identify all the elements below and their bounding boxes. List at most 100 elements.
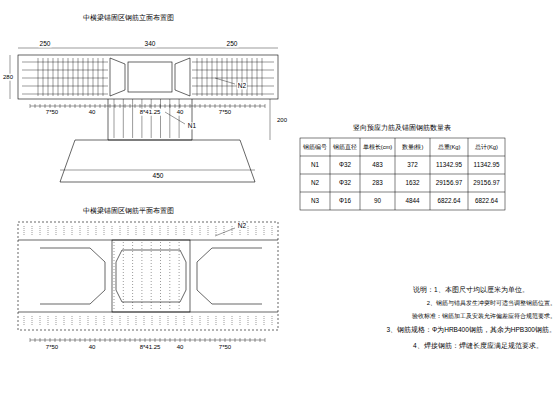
- rebar-line: [152, 316, 153, 326]
- rebar-line: [83, 58, 84, 96]
- rebar-line: [60, 104, 61, 108]
- rebar-line: [170, 104, 171, 108]
- rebar-line: [165, 338, 166, 342]
- rebar-line: [45, 338, 46, 342]
- rebar-line: [85, 338, 86, 342]
- rebar-line: [225, 104, 226, 108]
- rebar-line: [103, 58, 104, 96]
- rebar-line: [128, 226, 129, 236]
- table-cell: 283: [371, 180, 384, 187]
- rebar-line: [245, 104, 246, 108]
- rebar-line: [170, 338, 171, 342]
- rebar-line: [64, 316, 65, 326]
- rebar-line: [140, 104, 141, 108]
- rebar-line: [35, 104, 36, 108]
- rebar-line: [114, 99, 115, 138]
- rebar-line: [264, 316, 265, 326]
- rebar-line: [190, 104, 191, 108]
- rebar-line: [252, 58, 253, 96]
- table-cell: 11342.95: [435, 162, 463, 169]
- rebar-line: [192, 78, 274, 79]
- rebar-line: [55, 338, 56, 342]
- rebar-line: [192, 70, 274, 71]
- rebar-line: [175, 104, 176, 108]
- table-cell: Φ32: [338, 162, 352, 169]
- rebar-line: [185, 104, 186, 108]
- rebar-line: [179, 242, 180, 310]
- rebar-line: [88, 58, 89, 96]
- rebar-line: [160, 338, 161, 342]
- rebar-line: [40, 104, 41, 108]
- drawing-label: 40: [176, 344, 185, 351]
- rebar-line: [141, 242, 142, 310]
- rebar-line: [185, 338, 186, 342]
- drawing-label: 250: [226, 40, 239, 47]
- drawing-label: 450: [152, 172, 165, 179]
- rebar-line: [100, 104, 101, 108]
- rebar-line: [50, 338, 51, 342]
- rebar-line: [48, 58, 49, 96]
- rebar-line: [40, 316, 41, 326]
- plan-view: [18, 222, 278, 340]
- rebar-line: [190, 338, 191, 342]
- rebar-line: [112, 316, 113, 326]
- rebar-line: [237, 58, 238, 96]
- rebar-line: [72, 316, 73, 326]
- drawing-label: N2: [237, 82, 247, 89]
- table-cell: 钢筋编号: [302, 144, 328, 150]
- rebar-line: [248, 316, 249, 326]
- rebar-line: [160, 242, 161, 310]
- drawing-label: 8*41.25: [139, 344, 162, 351]
- rebar-line: [151, 99, 152, 138]
- rebar-line: [255, 338, 256, 342]
- rebar-line: [123, 242, 124, 310]
- rebar-line: [35, 338, 36, 342]
- drawing-label: 40: [88, 109, 97, 116]
- rebar-line: [60, 338, 61, 342]
- rebar-line: [224, 226, 225, 236]
- rebar-line: [265, 338, 266, 342]
- table-cell: 29156.97: [472, 180, 500, 187]
- drawing-label: 7*50: [45, 344, 59, 351]
- rebar-line: [240, 338, 241, 342]
- rebar-line: [256, 316, 257, 326]
- rebar-line: [120, 316, 121, 326]
- rebar-line: [130, 104, 131, 108]
- rebar-line: [68, 58, 69, 96]
- rebar-line: [58, 58, 59, 96]
- rebar-line: [197, 58, 198, 96]
- rebar-line: [168, 316, 169, 326]
- table-cell: 372: [406, 162, 419, 169]
- rebar-line: [240, 316, 241, 326]
- rebar-line: [104, 226, 105, 236]
- rebar-line: [115, 338, 116, 342]
- rebar-line: [216, 226, 217, 236]
- rebar-line: [212, 58, 213, 96]
- rebar-line: [100, 338, 101, 342]
- elevation-view: [10, 48, 278, 182]
- rebar-line: [195, 338, 196, 342]
- rebar-line: [217, 58, 218, 96]
- rebar-line: [200, 316, 201, 326]
- table-cell: 29156.97: [435, 180, 463, 187]
- rebar-line: [227, 58, 228, 96]
- rebar-line: [255, 104, 256, 108]
- rebar-line: [200, 226, 201, 236]
- rebar-line: [135, 338, 136, 342]
- rebar-line: [210, 104, 211, 108]
- rebar-line: [135, 104, 136, 108]
- rebar-line: [144, 226, 145, 236]
- rebar-line: [245, 338, 246, 342]
- rebar-line: [145, 338, 146, 342]
- rebar-line: [232, 226, 233, 236]
- rebar-line: [90, 104, 91, 108]
- rebar-line: [132, 99, 133, 138]
- rebar-line: [43, 58, 44, 96]
- rebar-line: [232, 316, 233, 326]
- rebar-line: [225, 338, 226, 342]
- drawing-label: 竖向预应力筋及锚固钢筋数量表: [352, 124, 452, 131]
- note-text: 4、焊接钢筋：焊缝长度应满足规范要求。: [412, 342, 544, 349]
- rebar-line: [105, 104, 106, 108]
- rebar-line: [222, 58, 223, 96]
- rebar-line: [110, 104, 111, 108]
